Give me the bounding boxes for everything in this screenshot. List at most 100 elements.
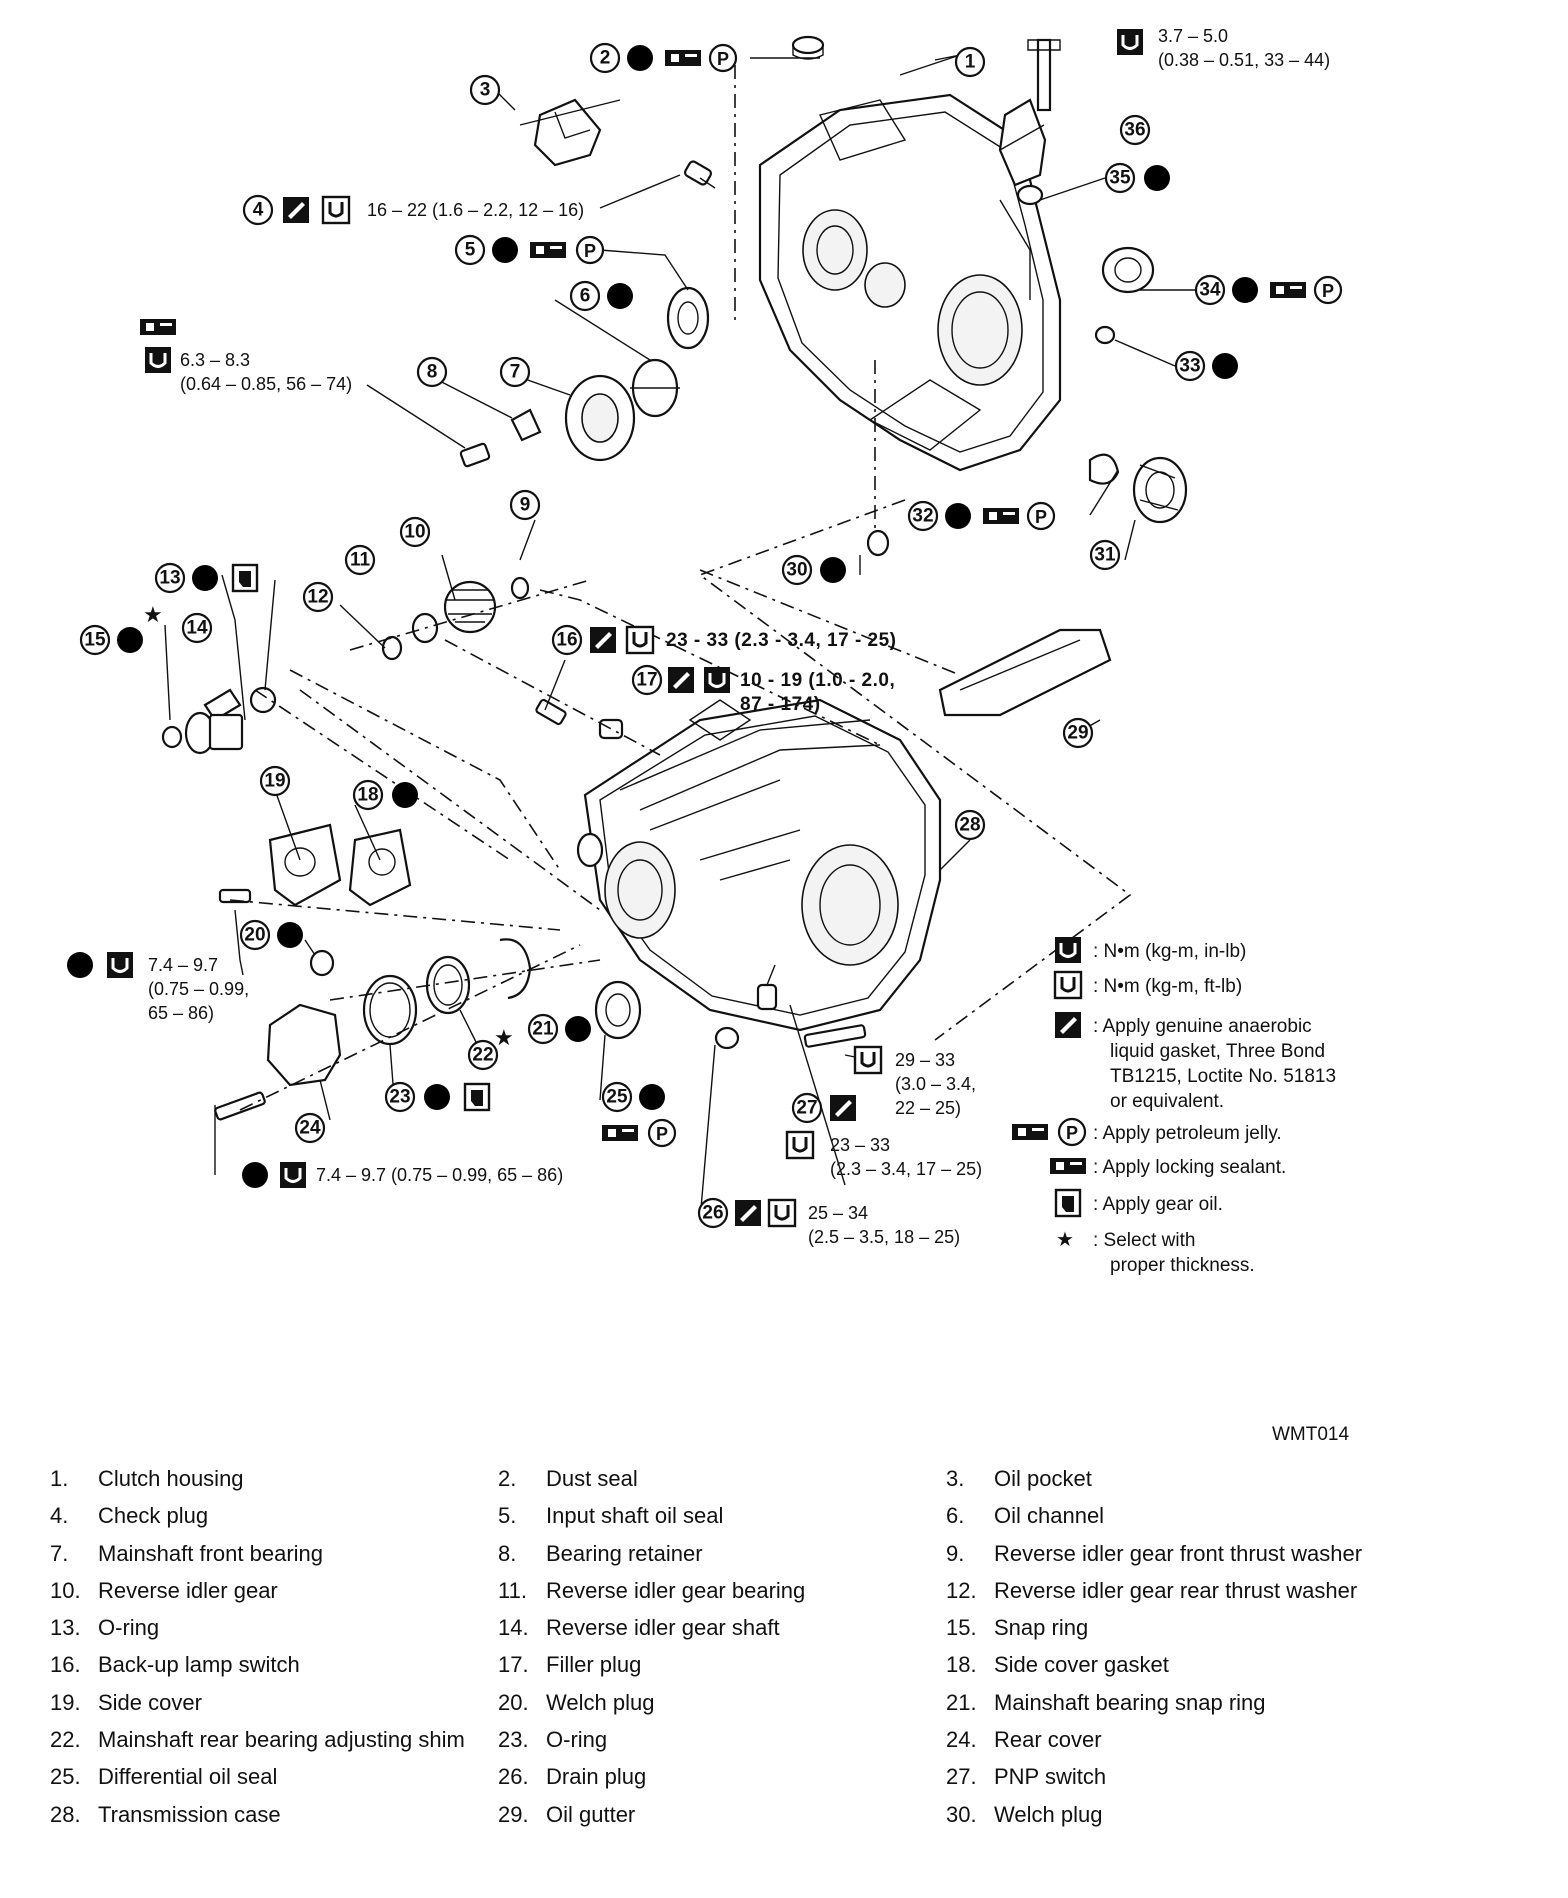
- parts-list-item: 13.O-ring: [50, 1609, 498, 1646]
- part-name: Input shaft oil seal: [546, 1503, 724, 1529]
- spec-36-b: (0.38 – 0.51, 33 – 44): [1158, 50, 1330, 70]
- svg-text:16: 16: [556, 630, 577, 651]
- figure-id: WMT014: [1272, 1424, 1350, 1445]
- spec-26-b: (2.5 – 3.5, 18 – 25): [808, 1227, 960, 1247]
- parts-list-item: 10.Reverse idler gear: [50, 1572, 498, 1609]
- clip-bolt-36: [998, 38, 1061, 187]
- callout-29: 29: [1062, 717, 1094, 749]
- spec-17-b: 87 - 174): [740, 694, 821, 715]
- legend-gasket-1: : Apply genuine anaerobic: [1093, 1016, 1312, 1037]
- svg-text:30: 30: [786, 560, 807, 581]
- callout-1: 1: [954, 46, 986, 78]
- part-name: Reverse idler gear: [98, 1577, 278, 1603]
- parts-list-item: 24.Rear cover: [946, 1721, 1466, 1758]
- part-number: 9.: [946, 1540, 965, 1566]
- callout-36: 36: [1119, 114, 1151, 146]
- spec-27-a: 23 – 33: [830, 1135, 890, 1155]
- callout-21: 21: [527, 1013, 559, 1045]
- legend-nm-in-lb: : N•m (kg-m, in-lb): [1093, 941, 1246, 962]
- svg-text:12: 12: [307, 587, 328, 608]
- parts-list-item: 22.Mainshaft rear bearing adjusting shim: [50, 1721, 498, 1758]
- callout-25: 25: [601, 1081, 633, 1113]
- part-name: Clutch housing: [98, 1466, 244, 1491]
- drain-plug-26: [714, 1026, 740, 1050]
- symbol-legend: : N•m (kg-m, in-lb) : N•m (kg-m, ft-lb) …: [1012, 935, 1336, 1276]
- parts-list-item: 9.Reverse idler gear front thrust washer: [946, 1535, 1466, 1572]
- oil-pocket-part: [533, 98, 602, 167]
- spec-28-b: (3.0 – 3.4,: [895, 1074, 976, 1094]
- callout-20: 20: [239, 919, 271, 951]
- shim-22: [425, 955, 471, 1015]
- part-name: Differential oil seal: [98, 1764, 278, 1790]
- parts-list-item: 27.PNP switch: [946, 1758, 1466, 1795]
- svg-text:10: 10: [404, 522, 425, 543]
- callout-4: 4: [242, 194, 274, 226]
- spec-19-a: 7.4 – 9.7: [148, 955, 218, 975]
- legend-gear-oil: : Apply gear oil.: [1093, 1194, 1223, 1215]
- svg-text:23: 23: [389, 1087, 410, 1108]
- svg-text:29: 29: [1067, 723, 1088, 744]
- svg-text:★: ★: [143, 602, 163, 627]
- parts-list-item: 7.Mainshaft front bearing: [50, 1535, 498, 1572]
- parts-list-item: 25.Differential oil seal: [50, 1758, 498, 1795]
- callout-15: 15: [79, 624, 111, 656]
- diff-oil-seal-25: [594, 980, 642, 1040]
- part-number: 21.: [946, 1689, 977, 1715]
- part-name: Mainshaft rear bearing adjusting shim: [98, 1727, 465, 1753]
- svg-text:28: 28: [959, 815, 980, 836]
- part-number: 5.: [498, 1503, 517, 1529]
- spec-28-a: 29 – 33: [895, 1050, 955, 1070]
- callout-9: 9: [509, 489, 541, 521]
- callout-32: 32: [907, 500, 939, 532]
- welch-plug-20: [309, 949, 335, 977]
- seal-32: [1088, 453, 1120, 485]
- callout-16: 16: [551, 624, 583, 656]
- svg-text:19: 19: [264, 771, 285, 792]
- mainshaft-front-bearing-part: [564, 374, 636, 462]
- part-number: 7.: [50, 1540, 69, 1566]
- svg-text:14: 14: [186, 618, 208, 639]
- part-number: 17.: [498, 1652, 529, 1678]
- part-number: 2.: [498, 1466, 517, 1491]
- spec-28-c: 22 – 25): [895, 1098, 961, 1118]
- part-name: Check plug: [98, 1503, 209, 1529]
- callout-28: 28: [954, 809, 986, 841]
- part-number: 26.: [498, 1764, 529, 1790]
- parts-list-item: 5. Input shaft oil seal: [498, 1497, 946, 1534]
- part-name: Rear cover: [994, 1727, 1102, 1753]
- part-name: Filler plug: [546, 1652, 642, 1678]
- part-name: Welch plug: [994, 1801, 1103, 1827]
- callout-18: 18: [352, 779, 384, 811]
- parts-list-item: 28.Transmission case: [50, 1796, 498, 1833]
- spec-17-a: 10 - 19 (1.0 - 2.0,: [740, 670, 895, 691]
- svg-text:31: 31: [1094, 545, 1116, 566]
- exploded-view-diagram: P: [67, 26, 1343, 1276]
- parts-list-item: 23.O-ring: [498, 1721, 946, 1758]
- part-name: Oil channel: [994, 1503, 1105, 1529]
- part-name: Reverse idler gear shaft: [546, 1615, 780, 1641]
- callout-6: 6: [569, 280, 601, 312]
- parts-list-item: 11.Reverse idler gear bearing: [498, 1572, 946, 1609]
- part-number: 18.: [946, 1652, 977, 1678]
- svg-text:35: 35: [1109, 168, 1131, 189]
- svg-text:20: 20: [244, 925, 265, 946]
- legend-star-icon: ★: [1056, 1229, 1074, 1251]
- clutch-housing: [758, 93, 1062, 472]
- callout-8: 8: [416, 356, 448, 388]
- svg-text:27: 27: [796, 1098, 817, 1119]
- rear-cover-part: [266, 1003, 342, 1087]
- spec-24: 7.4 – 9.7 (0.75 – 0.99, 65 – 86): [316, 1165, 563, 1185]
- svg-text:25: 25: [606, 1087, 628, 1108]
- parts-list-item: 4.Check plug: [50, 1497, 498, 1534]
- part-number: 3.: [946, 1466, 965, 1491]
- svg-text:21: 21: [532, 1019, 554, 1040]
- spec-19-c: 65 – 86): [148, 1003, 214, 1023]
- snap-ring-21: [499, 938, 532, 1000]
- spec-26-a: 25 – 34: [808, 1203, 868, 1223]
- part-number: 28.: [50, 1801, 81, 1827]
- callout-3: 3: [469, 74, 501, 106]
- part-number: 15.: [946, 1615, 977, 1641]
- part-name: O-ring: [546, 1727, 608, 1753]
- seal-31: [1132, 456, 1188, 524]
- part-name: Oil gutter: [546, 1801, 636, 1827]
